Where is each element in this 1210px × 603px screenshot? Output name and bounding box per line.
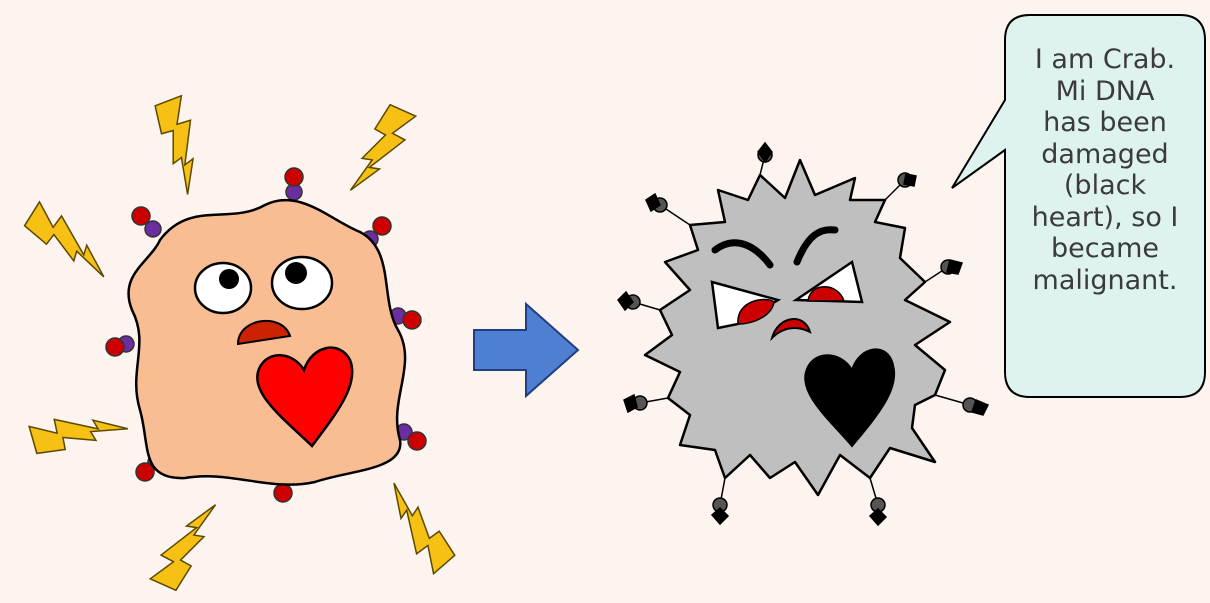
antenna-icon xyxy=(885,173,916,200)
speech-line: I am Crab. xyxy=(1010,44,1200,76)
antenna-icon xyxy=(935,395,988,415)
lightning-bolt-icon xyxy=(148,94,220,194)
healthy-cell xyxy=(106,168,426,502)
speech-line: damaged xyxy=(1010,139,1200,171)
receptor-icon xyxy=(106,336,134,356)
antenna-icon xyxy=(925,260,962,282)
lightning-bolt-icon xyxy=(369,483,461,575)
lightning-bolt-icon xyxy=(350,102,416,203)
speech-line: became xyxy=(1010,233,1200,265)
speech-line: has been xyxy=(1010,107,1200,139)
antenna-icon xyxy=(624,395,668,412)
speech-line: Mi DNA xyxy=(1010,76,1200,108)
healthy-cell-body xyxy=(129,200,406,485)
lightning-bolt-icon xyxy=(21,201,121,277)
right-arrow-icon xyxy=(474,304,578,396)
speech-line: malignant. xyxy=(1010,265,1200,297)
cancer-cell xyxy=(618,143,988,525)
antenna-icon xyxy=(712,478,728,524)
antenna-icon xyxy=(646,194,690,225)
receptor-icon xyxy=(285,168,303,200)
antenna-icon xyxy=(618,292,660,310)
antenna-icon xyxy=(870,478,886,525)
receptor-icon xyxy=(132,207,161,237)
antenna-icon xyxy=(758,143,772,175)
speech-line: heart), so I xyxy=(1010,202,1200,234)
lightning-bolt-icon xyxy=(27,395,128,461)
lightning-bolt-icon xyxy=(150,492,216,593)
speech-line: (black xyxy=(1010,170,1200,202)
